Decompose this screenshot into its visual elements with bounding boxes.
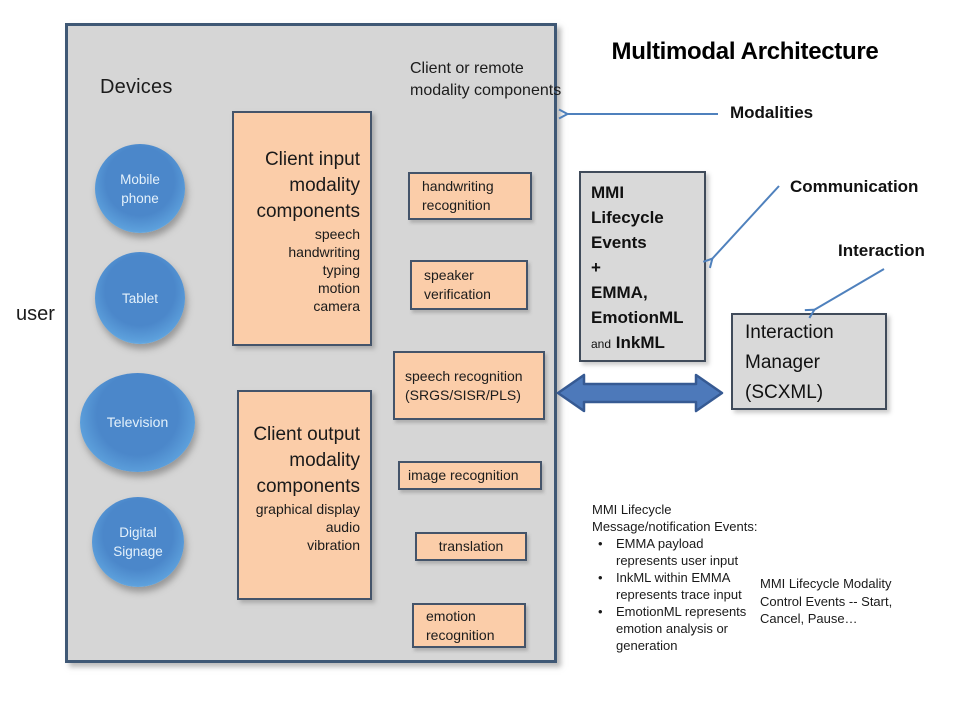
communication-arrow	[702, 185, 780, 269]
modality-box-label: translation	[438, 538, 504, 554]
callout-interaction: Interaction	[838, 241, 925, 260]
bullet-text: EmotionML represents emotion analysis or…	[616, 604, 747, 653]
note-heading: MMI Lifecycle Message/notification Event…	[592, 502, 758, 534]
mmi-line: Lifecycle	[591, 208, 664, 227]
bullet-icon: •	[598, 536, 603, 551]
modality-box-image-recognition: image recognition	[398, 461, 542, 490]
mmi-line: EmotionML	[591, 308, 684, 327]
client-input-modality-box: Client input modality components speech …	[232, 111, 372, 346]
output-item-graphical-display: graphical display	[255, 501, 360, 517]
input-item-camera: camera	[313, 298, 360, 314]
output-item-vibration: vibration	[307, 537, 360, 553]
note-lifecycle-message-events: MMI Lifecycle Message/notification Event…	[592, 501, 768, 654]
mmi-line-and-inkml: and InkML	[591, 330, 694, 357]
modality-box-label: handwriting recognition	[422, 178, 494, 213]
modality-box-label: speaker verification	[424, 267, 491, 302]
modality-box-handwriting-recognition: handwriting recognition	[408, 172, 532, 220]
user-label: user	[16, 303, 55, 325]
input-item-typing: typing	[322, 262, 360, 278]
devices-panel-label: Devices	[100, 76, 173, 98]
double-block-arrow	[556, 373, 724, 413]
mmi-line: MMI	[591, 183, 625, 202]
mmi-lifecycle-events-box: MMI Lifecycle Events + EMMA, EmotionML a…	[579, 171, 706, 362]
device-digital-signage: Digital Signage	[92, 497, 184, 587]
page-title: Multimodal Architecture	[611, 38, 879, 65]
device-label: Tablet	[121, 290, 159, 306]
bullet-icon: •	[598, 604, 603, 619]
mmi-inkml-text: InkML	[615, 333, 665, 352]
modality-box-translation: translation	[415, 532, 527, 561]
modality-box-label: emotion recognition	[426, 607, 495, 643]
callout-communication: Communication	[790, 177, 919, 196]
input-item-handwriting: handwriting	[288, 244, 360, 260]
client-output-modality-box: Client output modality components graphi…	[237, 390, 372, 600]
modality-box-speaker-verification: speaker verification	[410, 260, 528, 310]
device-television: Television	[80, 373, 195, 472]
interaction-manager-box: Interaction Manager (SCXML)	[731, 313, 887, 410]
bullet-icon: •	[598, 570, 603, 585]
device-tablet: Tablet	[95, 252, 185, 344]
mmi-line: Events	[591, 233, 647, 252]
interaction-manager-label: Interaction Manager (SCXML)	[745, 322, 834, 403]
note-modality-control-events: MMI Lifecycle Modality Control Events --…	[760, 576, 893, 626]
mmi-line: EMMA,	[591, 283, 648, 302]
client-output-title: Client output modality components	[253, 424, 360, 497]
device-label: Digital Signage	[113, 525, 163, 559]
callout-modalities: Modalities	[730, 103, 814, 122]
note-bullet-emma: • EMMA payload represents user input	[592, 535, 768, 569]
note-bullet-inkml: • InkML within EMMA represents trace inp…	[592, 569, 768, 603]
interaction-arrow	[804, 268, 885, 319]
device-label: Television	[106, 414, 169, 430]
modality-box-emotion-recognition: emotion recognition	[412, 603, 526, 648]
output-item-audio: audio	[325, 519, 360, 535]
bullet-text: InkML within EMMA represents trace input	[616, 570, 742, 602]
modality-box-label: image recognition	[408, 467, 519, 483]
modality-box-speech-recognition: speech recognition (SRGS/SISR/PLS)	[393, 351, 545, 420]
mmi-and-text: and	[591, 337, 612, 351]
device-label: Mobile phone	[120, 171, 160, 206]
input-item-speech: speech	[314, 226, 360, 242]
device-mobile-phone: Mobile phone	[95, 144, 185, 233]
input-item-motion: motion	[317, 280, 360, 296]
mmi-line: +	[591, 258, 601, 277]
client-input-title: Client input modality components	[256, 149, 360, 222]
modality-column-heading: Client or remote modality components	[410, 60, 562, 99]
note-bullet-emotionml: • EmotionML represents emotion analysis …	[592, 603, 768, 654]
bullet-text: EMMA payload represents user input	[616, 536, 739, 568]
modality-box-label: speech recognition (SRGS/SISR/PLS)	[405, 367, 523, 403]
